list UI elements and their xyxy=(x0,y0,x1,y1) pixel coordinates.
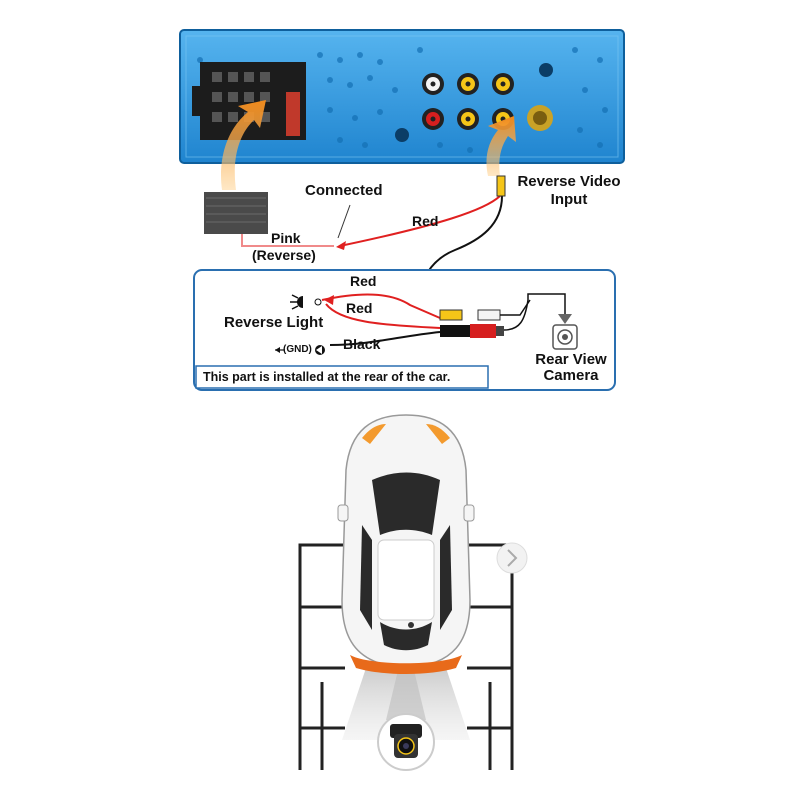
gnd-label: (GND) xyxy=(283,344,312,355)
footer-note: This part is installed at the rear of th… xyxy=(203,370,451,384)
car-topview-icon xyxy=(337,414,475,674)
black-label: Black xyxy=(343,336,381,352)
connector-harness-icon xyxy=(192,62,306,140)
connected-label: Connected xyxy=(305,182,383,199)
rear-view-line1: Rear View xyxy=(535,351,607,368)
rear-camera-icon xyxy=(552,324,578,350)
red-trigger-wire xyxy=(339,195,501,247)
reverse-video-input-label: Reverse Video Input xyxy=(506,173,632,209)
rca-plug-icon xyxy=(496,175,506,197)
adapter-box-icon xyxy=(204,192,268,234)
next-arrow-icon[interactable] xyxy=(496,542,528,574)
red-1-label: Red xyxy=(350,273,377,289)
red-2-label: Red xyxy=(346,300,373,316)
reverse-label: (Reverse) xyxy=(252,247,316,263)
reverse-video-line2: Input xyxy=(550,191,588,208)
reverse-light-label: Reverse Light xyxy=(224,314,324,331)
red-main-label: Red xyxy=(412,213,439,229)
reverse-light-icon xyxy=(290,294,322,310)
arrow-to-harness xyxy=(221,100,266,190)
rear-view-camera-label: Rear View Camera xyxy=(525,352,617,384)
ground-icon xyxy=(275,345,325,355)
pink-label: Pink xyxy=(271,230,301,246)
camera-product-icon xyxy=(377,713,435,771)
arrow-to-video-in xyxy=(486,116,516,176)
reverse-video-line1: Reverse Video xyxy=(517,173,621,190)
footer-note-box xyxy=(195,365,489,389)
pink-reverse-wire xyxy=(241,234,334,247)
connected-pointer xyxy=(337,204,351,239)
antenna-jack-icon xyxy=(527,105,553,131)
rca-plug-assembly xyxy=(439,309,504,338)
rear-view-line2: Camera xyxy=(543,367,599,384)
parking-guides xyxy=(298,543,514,770)
